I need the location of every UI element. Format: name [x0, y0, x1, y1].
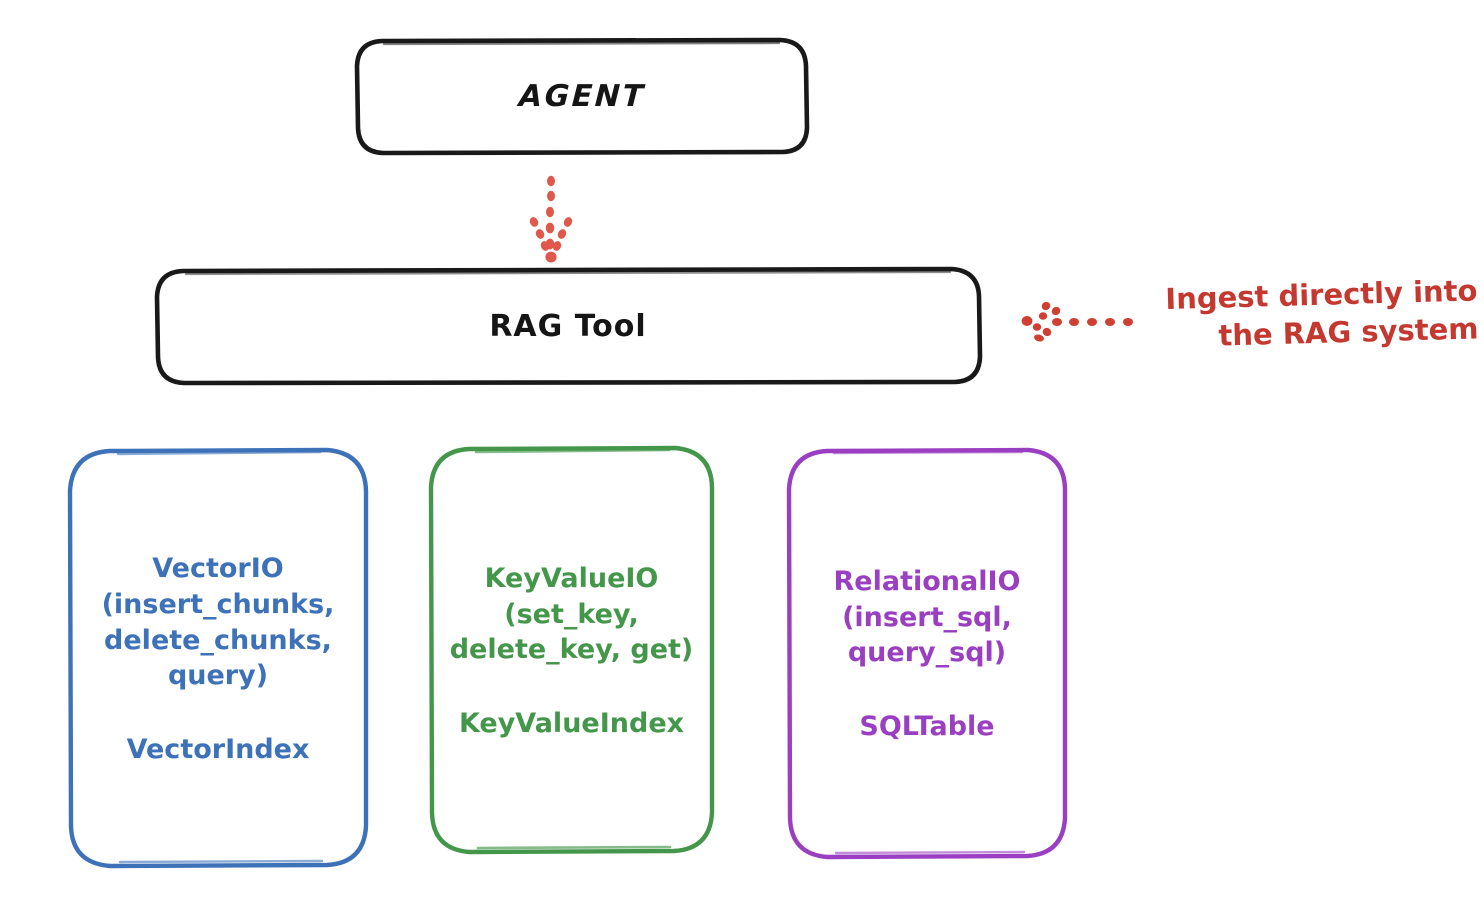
vector-box-outline	[67, 447, 369, 869]
agent-box-outline	[354, 37, 810, 156]
rag-tool-node[interactable]: RAG Tool	[157, 269, 979, 383]
vector-index-label: VectorIndex	[126, 734, 310, 766]
relational-box-outline	[786, 447, 1068, 860]
relational-io-label: RelationalIO (insert_sql, query_sql)	[833, 565, 1021, 669]
vector-io-node[interactable]: VectorIO (insert_chunks, delete_chunks, …	[70, 450, 366, 866]
rag-tool-box-outline	[154, 266, 983, 386]
keyvalue-box-outline	[428, 445, 715, 855]
agent-to-rag-connector	[529, 175, 573, 263]
rag-tool-label: RAG Tool	[489, 308, 647, 344]
ingest-to-rag-connector	[1021, 301, 1133, 342]
relational-io-node[interactable]: RelationalIO (insert_sql, query_sql) SQL…	[789, 450, 1065, 856]
vector-io-label: VectorIO (insert_chunks, delete_chunks, …	[101, 552, 335, 692]
ingest-annotation-label: Ingest directly into the RAG system	[1164, 273, 1479, 353]
relational-index-label: SQLTable	[859, 711, 995, 743]
agent-label: AGENT	[517, 79, 647, 114]
agent-node[interactable]: AGENT	[357, 39, 807, 154]
keyvalue-io-node[interactable]: KeyValueIO (set_key, delete_key, get) Ke…	[431, 448, 712, 852]
keyvalue-io-label: KeyValueIO (set_key, delete_key, get)	[449, 562, 694, 666]
keyvalue-index-label: KeyValueIndex	[458, 708, 685, 740]
